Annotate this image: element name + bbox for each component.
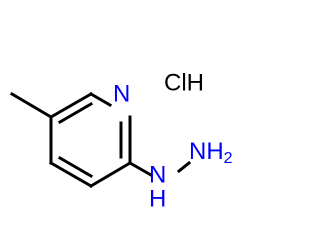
bond-double-c4-c5-inner	[57, 155, 94, 179]
bond-c4-c5	[48, 160, 94, 189]
ring-nitrogen-label: N	[113, 80, 130, 107]
structure-diagram: N N H NH2 ClH	[9, 69, 233, 213]
hydrazine-nh2-text: NH	[189, 138, 224, 165]
hydrazine-nh-nitrogen-label: N	[149, 161, 166, 188]
hydrazine-nh2-label: NH2	[189, 138, 233, 167]
bond-c2-nh	[127, 160, 154, 178]
bond-double-c6-c1-inner	[57, 101, 94, 125]
bond-methyl	[9, 91, 54, 120]
hydrazine-nh-hydrogen-label: H	[149, 185, 166, 212]
bond-c3-c4	[88, 160, 133, 189]
hcl-salt-label: ClH	[164, 69, 204, 96]
bond-c6-c1	[48, 91, 94, 120]
hydrazine-nh2-subscript: 2	[224, 150, 233, 167]
bond-nh-nh2	[176, 160, 192, 174]
bond-c1-n1	[88, 91, 113, 108]
molecule-drawing: N N H NH2 ClH	[9, 69, 233, 212]
